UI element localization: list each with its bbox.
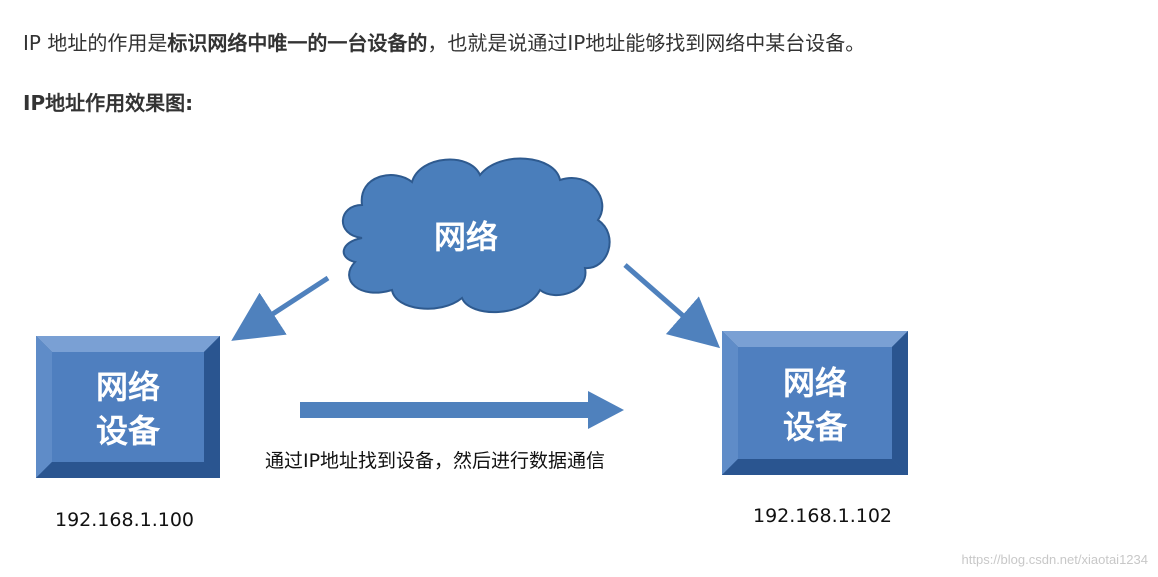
intro-bold: 标识网络中唯一的一台设备的	[167, 31, 428, 55]
intro-paragraph: IP 地址的作用是标识网络中唯一的一台设备的，也就是说通过IP地址能够找到网络中…	[23, 28, 865, 58]
right-bevel-left	[722, 331, 738, 475]
arrow-head	[588, 391, 624, 429]
watermark: https://blog.csdn.net/xiaotai1234	[961, 552, 1148, 567]
left-device-line1: 网络	[96, 368, 160, 406]
right-bevel-top	[722, 331, 908, 347]
left-bevel-left	[36, 336, 52, 478]
arrow-cloud-to-right	[623, 263, 721, 349]
section-heading: IP地址作用效果图:	[23, 91, 194, 115]
left-bevel-top	[36, 336, 220, 352]
right-device: 网络 设备	[722, 331, 908, 475]
cloud-shape	[341, 157, 611, 314]
right-device-line2: 设备	[783, 408, 848, 446]
right-bevel-right	[892, 331, 908, 475]
arrow-cloud-to-left	[231, 275, 330, 341]
right-device-face	[738, 347, 892, 459]
left-bevel-right	[204, 336, 220, 478]
network-cloud: 网络	[341, 157, 611, 314]
arrow-caption: 通过IP地址找到设备，然后进行数据通信	[265, 450, 605, 472]
left-ip-address: 192.168.1.100	[55, 509, 194, 531]
left-device-line2: 设备	[96, 412, 161, 450]
left-device: 网络 设备	[36, 336, 220, 478]
right-bevel-bottom	[722, 459, 908, 475]
left-bevel-bottom	[36, 462, 220, 478]
left-device-face	[52, 352, 204, 462]
right-device-line1: 网络	[783, 364, 847, 402]
intro-suffix: ，也就是说通过IP地址能够找到网络中某台设备。	[427, 31, 866, 55]
communication-arrow	[300, 391, 624, 429]
right-ip-address: 192.168.1.102	[753, 505, 892, 527]
arrow-shaft	[300, 402, 590, 418]
cloud-label: 网络	[434, 218, 498, 256]
intro-prefix: IP 地址的作用是	[23, 31, 168, 55]
